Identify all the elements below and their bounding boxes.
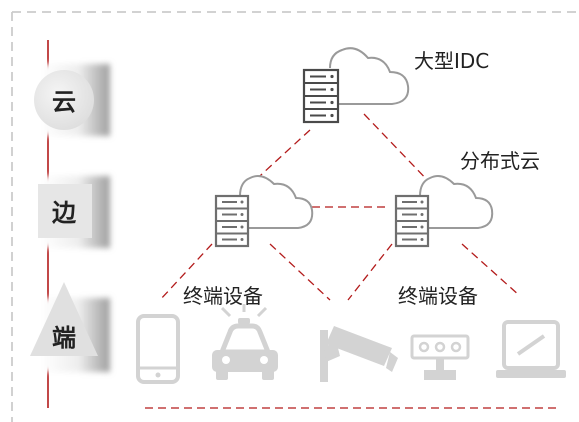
police-car-icon (212, 304, 278, 380)
link-edge-right-to-devices-left (347, 243, 393, 301)
link-dc-to-edge-right (363, 113, 433, 186)
tier-edge: 边 (38, 176, 110, 248)
tier-cloud: 云 (34, 64, 110, 136)
cloud-icon (239, 175, 314, 229)
tier-label-edge: 边 (52, 199, 77, 227)
cloud-icon (329, 47, 410, 105)
laptop-icon (496, 320, 566, 378)
server-rack-icon (302, 68, 340, 124)
cloud-dc-node: 大型IDC (302, 47, 489, 124)
tier-badge (38, 184, 92, 238)
devices-row (136, 304, 566, 384)
server-rack-icon (214, 194, 250, 248)
cloud-icon (419, 175, 494, 229)
device-group-label-left: 终端设备 (183, 284, 263, 308)
server-rack-icon (394, 194, 430, 248)
link-edge-left-to-devices-right (269, 243, 331, 301)
device-group-label-right: 终端设备 (398, 284, 478, 308)
tier-badge (30, 282, 98, 356)
smartphone-icon (136, 314, 180, 384)
outer-frame (11, 11, 579, 422)
surveillance-camera-icon (320, 326, 398, 382)
edge-cloud-label: 分布式云 (460, 149, 540, 173)
tier-label-end: 端 (52, 324, 76, 352)
cloud-dc-label: 大型IDC (414, 49, 489, 73)
edge-node-left (214, 175, 314, 248)
face-recognition-terminal-icon (410, 334, 470, 380)
tier-badge (34, 70, 94, 130)
tier-label-cloud: 云 (52, 88, 76, 116)
tier-end: 端 (30, 282, 110, 372)
edge-node-right: 分布式云 (394, 149, 540, 248)
